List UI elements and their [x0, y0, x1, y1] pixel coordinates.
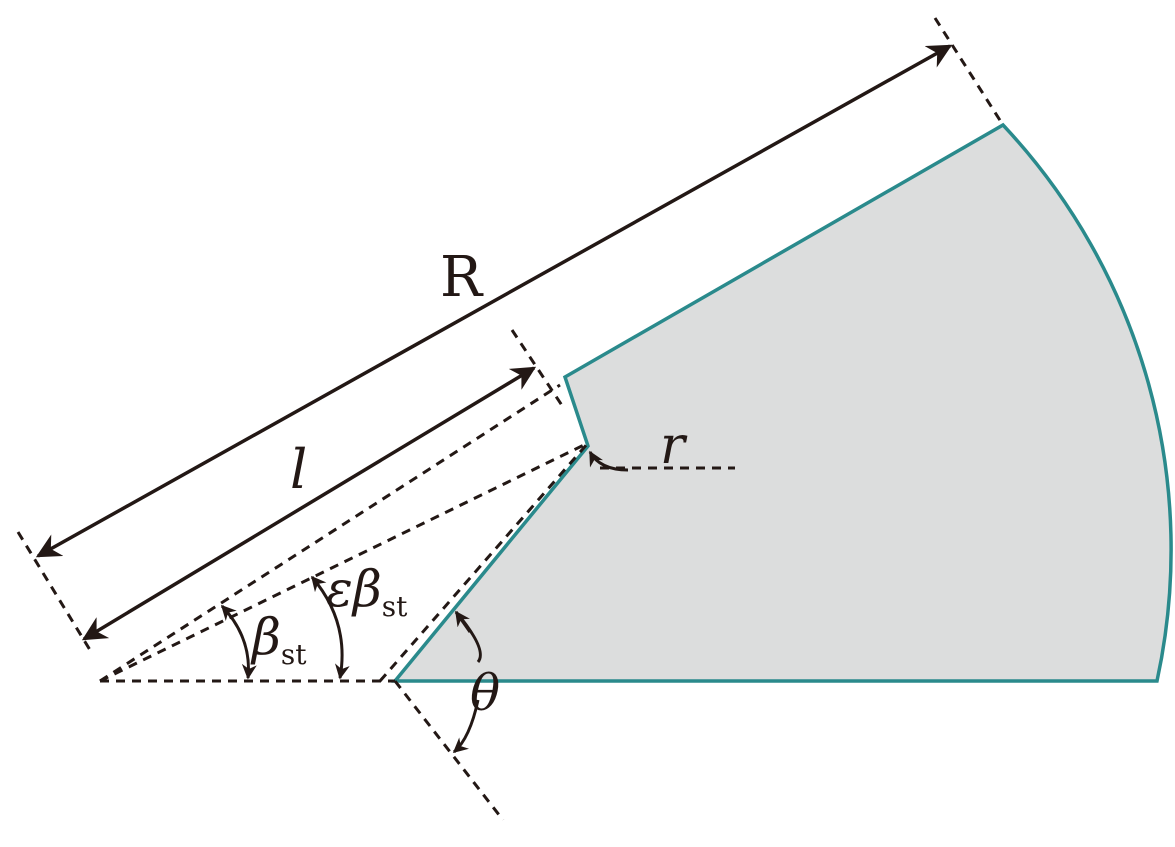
theta-arc-head-top: [454, 610, 472, 633]
r-arrow: [588, 450, 629, 472]
eps-beta-st-angle-arc: [310, 575, 350, 680]
theta-angle-arc-lower: [452, 699, 480, 754]
label-l: l: [290, 438, 307, 501]
label-theta: θ: [470, 664, 500, 722]
sector-shape: [391, 122, 1173, 683]
beta-st-angle-arc: [220, 604, 257, 680]
label-R: R: [440, 245, 484, 310]
eps-beta-symbol: β: [351, 560, 382, 618]
R-extension-left: [16, 531, 92, 651]
beta-symbol: β: [250, 608, 281, 666]
R-extension-right: [933, 17, 1005, 126]
beta-subscript: st: [281, 638, 307, 671]
theta-reference-line: [393, 680, 505, 821]
epsilon-symbol: ε: [326, 560, 353, 618]
label-eps-beta-st: εβst: [326, 560, 408, 623]
eps-beta-subscript: st: [382, 590, 408, 623]
l-extension-right: [510, 329, 567, 411]
l-dimension-arrow: [81, 366, 537, 641]
label-beta-st: βst: [250, 608, 307, 671]
label-r: r: [660, 416, 688, 476]
